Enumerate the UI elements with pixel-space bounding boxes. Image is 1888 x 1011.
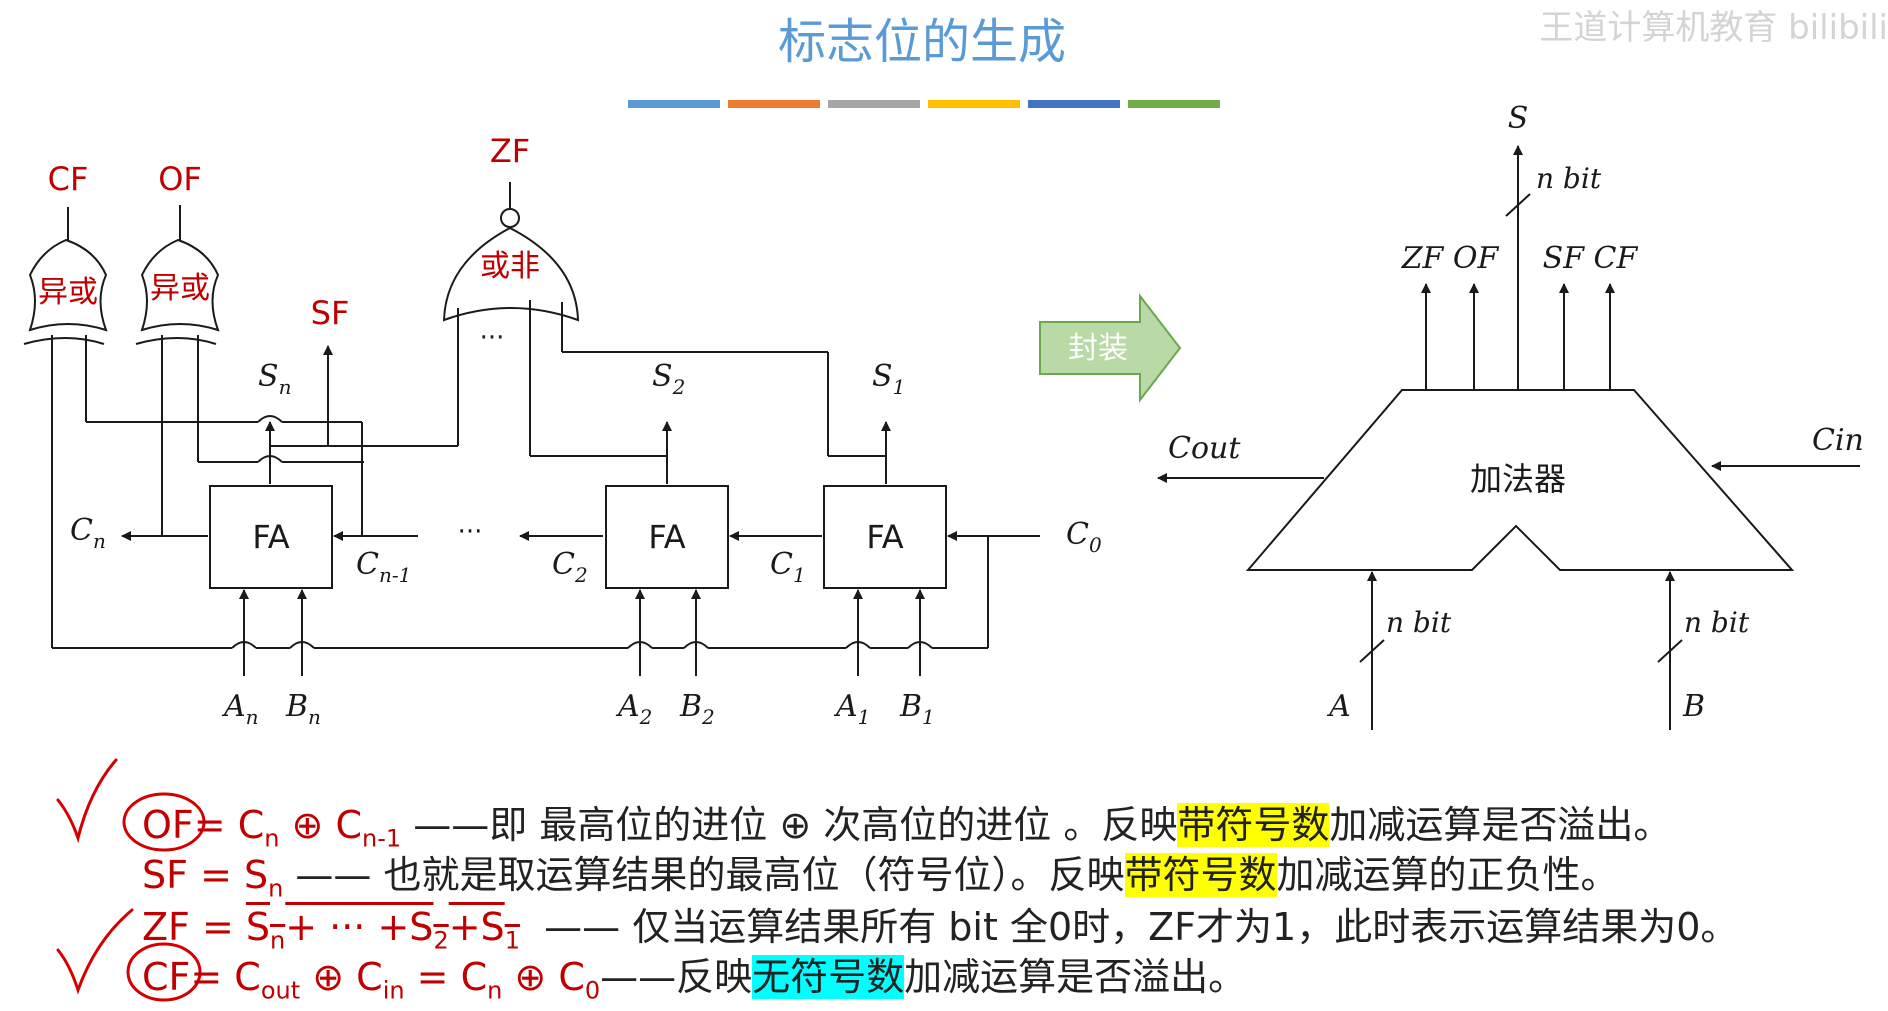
input-a1: A1 — [833, 689, 870, 729]
sum-s2: S2 — [652, 359, 685, 399]
carry-c2: C2 — [552, 547, 588, 587]
nor-label: 或非 — [480, 249, 540, 284]
encapsulate-label: 封装 — [1068, 331, 1128, 366]
xor-label-of: 异或 — [150, 271, 210, 306]
fa-label-1: FA — [866, 518, 903, 556]
carry-cn1: Cn-1 — [356, 547, 411, 587]
adder-a: A — [1326, 689, 1351, 724]
xor-gate-cf — [23, 207, 108, 345]
sum-s1: S1 — [872, 359, 905, 399]
of-label: OF — [158, 160, 202, 198]
adder-cin: Cin — [1812, 423, 1864, 458]
carry-c0: C0 — [1066, 517, 1102, 557]
circuit-labels: CF OF ZF SF 异或 异或 或非 ··· FA FA FA ··· Sn… — [38, 132, 1102, 729]
adder-sf-cf: SF CF — [1543, 241, 1639, 276]
title-bar-4 — [1028, 100, 1120, 108]
mid-dots: ··· — [458, 517, 483, 547]
adder-b-bits: n bit — [1684, 606, 1750, 639]
cf-label: CF — [48, 160, 89, 198]
adder-s-bits: n bit — [1536, 162, 1602, 195]
adder-zf-of: ZF OF — [1401, 241, 1500, 276]
input-bn: Bn — [285, 689, 321, 729]
circle-of — [122, 792, 206, 852]
zf-label: ZF — [490, 132, 530, 170]
formula-of: OF= Cn ⊕ Cn-1 ——即 最高位的进位 ⊕ 次高位的进位 。反映带符号… — [142, 803, 1672, 853]
full-adder-1 — [823, 485, 947, 589]
formula-zf: ZF = Sn+ ··· +S2+S1 —— 仅当运算结果所有 bit 全0时，… — [142, 905, 1739, 955]
formula-cf: CF= Cout ⊕ Cin = Cn ⊕ C0——反映无符号数加减运算是否溢出… — [142, 955, 1247, 1005]
sf-label: SF — [311, 294, 350, 332]
carry-cn: Cn — [70, 513, 106, 553]
sum-sn: Sn — [258, 359, 291, 399]
adder-b: B — [1682, 689, 1705, 724]
title-bar-2 — [828, 100, 920, 108]
adder-s-label: S — [1508, 101, 1529, 136]
encapsulate-arrow: 封装 — [1039, 293, 1182, 403]
check-mark-of — [56, 758, 118, 844]
adder-labels: 加法器 S n bit ZF OF SF CF Cout Cin n bit n… — [1168, 101, 1864, 724]
adder-cout: Cout — [1168, 431, 1241, 466]
title-underline — [628, 100, 1220, 108]
check-mark-zf — [56, 908, 134, 995]
adder-block — [1157, 145, 1860, 730]
input-b1: B1 — [899, 689, 935, 729]
adder-label: 加法器 — [1470, 460, 1566, 498]
nor-inputs-dots: ··· — [480, 323, 505, 353]
input-a2: A2 — [615, 689, 652, 729]
fa-label-2: FA — [648, 518, 685, 556]
carry-c1: C1 — [770, 547, 806, 587]
nor-gate-zf — [442, 182, 580, 322]
input-an: An — [221, 689, 259, 729]
xor-gate-of — [135, 205, 220, 345]
title-bar-0 — [628, 100, 720, 108]
circuit-diagram — [23, 182, 1040, 676]
circle-cf — [126, 942, 202, 1002]
full-adder-2 — [605, 485, 729, 589]
title-bar-3 — [928, 100, 1020, 108]
title-bar-1 — [728, 100, 820, 108]
annotation-marks — [56, 758, 206, 1002]
formula-sf: SF = Sn —— 也就是取运算结果的最高位（符号位）。反映带符号数加减运算的… — [142, 853, 1619, 903]
adder-a-bits: n bit — [1386, 606, 1452, 639]
watermark: 王道计算机教育 bilibili — [1539, 8, 1888, 48]
input-b2: B2 — [679, 689, 715, 729]
slide-title: 标志位的生成 — [778, 14, 1066, 70]
xor-label-cf: 异或 — [38, 275, 98, 310]
full-adder-n — [209, 485, 333, 589]
fa-label-n: FA — [252, 518, 289, 556]
title-bar-5 — [1128, 100, 1220, 108]
